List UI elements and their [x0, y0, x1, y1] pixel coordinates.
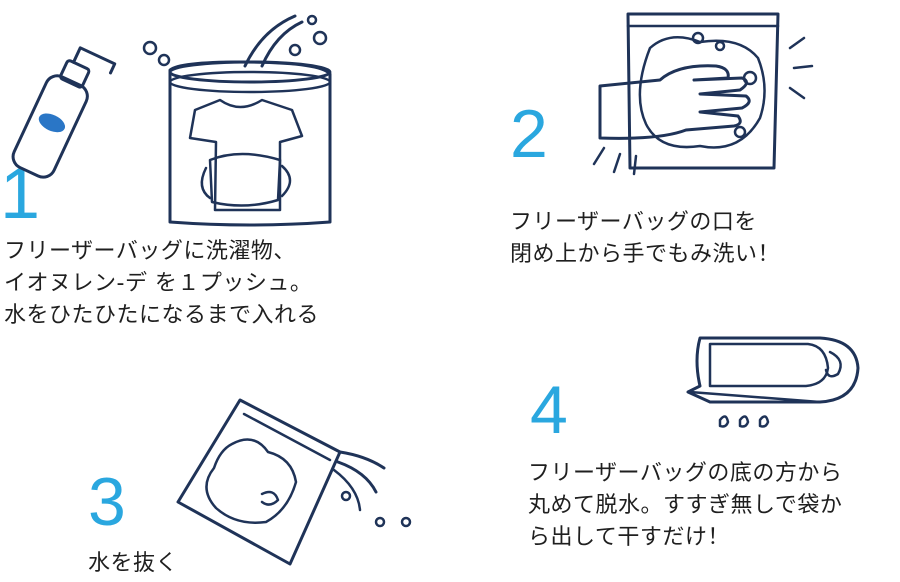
step-1-line-3: 水をひたひたになるまで入れる: [4, 302, 320, 328]
step-1-caption: フリーザーバッグに洗濯物、 イオヌレン‐デ を１プッシュ。 水をひたひたになるま…: [4, 236, 319, 332]
rolled-bag-dripping-icon: [686, 336, 860, 428]
step-2-line-2: 閉め上から手でもみ洗い！: [510, 241, 781, 267]
step-3-number: 3: [88, 464, 126, 540]
step-3-line-1: 水を抜く: [88, 551, 179, 576]
step-4-number: 4: [530, 372, 568, 448]
step-4-line-2: 丸めて脱水。すすぎ無しで袋か: [528, 492, 843, 518]
step-1-number: 1: [0, 154, 41, 234]
bag-draining-water-icon: [176, 398, 412, 566]
step-2-line-1: フリーザーバッグの口を: [510, 210, 757, 235]
step-2-number: 2: [510, 96, 548, 172]
step-4-line-3: ら出して干すだけ！: [528, 524, 730, 550]
step-1-line-1: フリーザーバッグに洗濯物、: [4, 239, 296, 264]
step-1-line-2: イオヌレン‐デ を１プッシュ。: [4, 270, 313, 296]
hand-kneading-bag-icon: [592, 12, 814, 176]
step-2-caption: フリーザーバッグの口を 閉め上から手でもみ洗い！: [510, 207, 780, 271]
bag-with-clothes-and-spray-icon: [11, 14, 332, 227]
step-3-caption: 水を抜く: [88, 548, 178, 580]
step-4-line-1: フリーザーバッグの底の方から: [528, 461, 843, 486]
step-4-caption: フリーザーバッグの底の方から 丸めて脱水。すすぎ無しで袋か ら出して干すだけ！: [528, 458, 842, 554]
